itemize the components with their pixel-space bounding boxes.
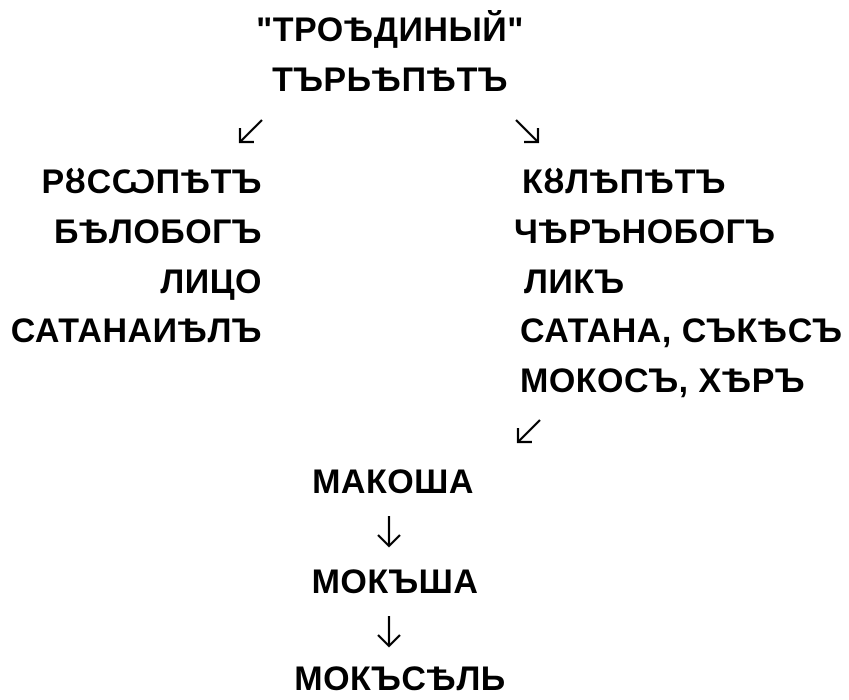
arrow-down-icon	[373, 614, 405, 650]
left-item-1: РȣСѠПѢТЪ	[41, 163, 262, 201]
arrow-down-right-icon	[512, 116, 542, 146]
right-item-2: ЧѢРЪНОБОГЪ	[514, 213, 776, 251]
arrow-down-left-icon	[236, 116, 266, 146]
left-item-4: САТАНАИѢЛЪ	[10, 312, 262, 350]
right-item-1: КȣЛѢПѢТЪ	[522, 163, 726, 201]
chain-item-1: МАКОША	[312, 463, 474, 501]
arrow-down-icon	[373, 514, 405, 550]
right-item-4: САТАНА, СЪКѢСЪ	[520, 312, 843, 350]
title-line-1: "ТРОѢДИНЫЙ"	[256, 11, 524, 49]
right-item-5: МОКОСЪ, ХѢРЪ	[520, 362, 806, 400]
arrow-down-left-icon	[514, 416, 544, 446]
title-line-2: ТЪРЬѢПѢТЪ	[272, 61, 508, 99]
right-item-3: ЛИКЪ	[524, 263, 625, 301]
left-item-3: ЛИЦО	[160, 263, 262, 301]
left-item-2: БѢЛОБОГЪ	[53, 213, 262, 251]
chain-item-3: МОКЪСѢЛЬ	[294, 660, 506, 698]
chain-item-2: МОКЪША	[311, 563, 479, 601]
